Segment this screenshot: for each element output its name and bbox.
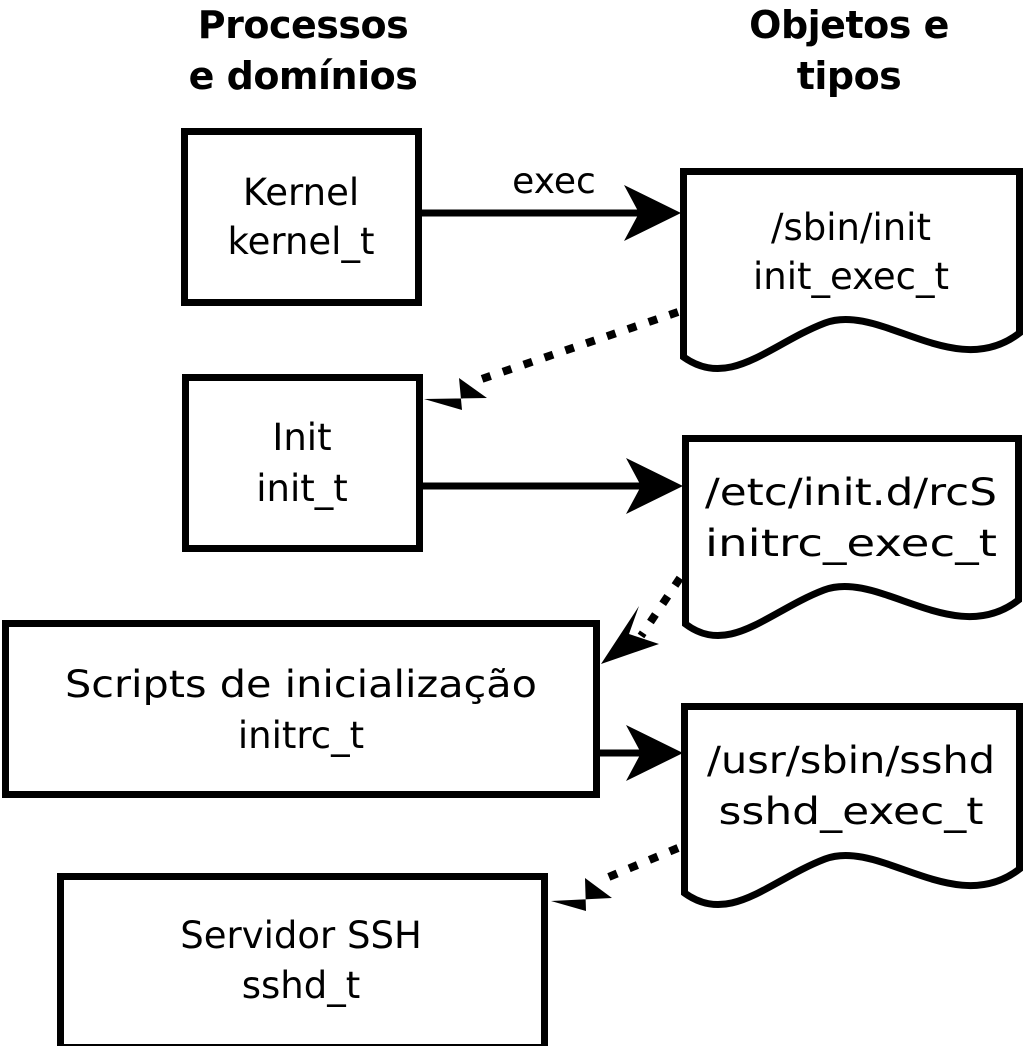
node-sshd[interactable]: Servidor SSH sshd_t xyxy=(57,873,548,1046)
node-sshd_exec-doc-shape[interactable] xyxy=(681,703,1023,908)
node-sshd-line1: Servidor SSH xyxy=(180,914,422,957)
node-sshd_exec-line2: sshd_exec_t xyxy=(719,790,984,833)
node-initrc_exec-line2: initrc_exec_t xyxy=(705,522,997,565)
node-initrc-line2: initrc_t xyxy=(238,714,364,757)
node-sshd-line2: sshd_t xyxy=(242,964,361,1007)
edge-sshd_exec-transition-arrowhead xyxy=(551,878,612,911)
edge-initrc_exec-transition-initrc xyxy=(601,575,684,664)
edge-initrc-exec-sshd_exec xyxy=(600,725,683,781)
edge-init_exec-transition-line xyxy=(468,308,680,387)
column-header-processes: Processos e domínios xyxy=(189,3,418,98)
node-init-line1: Init xyxy=(272,416,331,459)
column-header-objects-line1: Objetos e xyxy=(749,3,949,47)
node-initrc_exec-line1: /etc/init.d/rcS xyxy=(705,471,997,514)
node-kernel-line2: kernel_t xyxy=(228,220,375,263)
node-sshd_exec-line1: /usr/sbin/sshd xyxy=(707,739,995,782)
edge-initrc_exec-transition-arrowhead xyxy=(601,606,659,664)
edge-sshd_exec-transition-line xyxy=(602,844,680,883)
node-init_exec-line1: /sbin/init xyxy=(771,206,931,249)
column-header-processes-line2: e domínios xyxy=(189,54,418,98)
node-sshd-box[interactable] xyxy=(57,873,548,1046)
column-header-objects: Objetos e tipos xyxy=(749,3,949,98)
edge-init-exec-initrc_exec xyxy=(422,458,683,514)
node-sshd_exec[interactable]: /usr/sbin/sshd sshd_exec_t xyxy=(681,703,1023,908)
node-init-line2: init_t xyxy=(256,467,348,510)
column-header-processes-line1: Processos xyxy=(198,3,408,47)
edge-initrc_exec-transition-line xyxy=(637,575,684,639)
node-initrc-box[interactable] xyxy=(2,620,600,798)
node-init_exec-doc-shape[interactable] xyxy=(680,168,1023,372)
node-init_exec[interactable]: /sbin/init init_exec_t xyxy=(680,168,1023,372)
edge-sshd_exec-transition-sshd xyxy=(551,844,680,911)
node-initrc[interactable]: Scripts de inicialização initrc_t xyxy=(2,620,600,798)
edge-kernel-exec-arrowhead xyxy=(624,185,681,241)
node-init_exec-line2: init_exec_t xyxy=(753,255,949,298)
node-kernel[interactable]: Kernel kernel_t xyxy=(181,128,422,306)
edge-init-exec-arrowhead xyxy=(626,458,683,514)
edge-kernel-exec-init_exec: exec xyxy=(421,161,681,241)
node-kernel-box[interactable] xyxy=(181,128,422,306)
node-initrc-line1: Scripts de inicialização xyxy=(65,663,537,706)
node-kernel-line1: Kernel xyxy=(243,171,359,214)
edge-initrc-exec-arrowhead xyxy=(626,725,683,781)
edge-label-exec: exec xyxy=(512,161,596,202)
node-initrc_exec[interactable]: /etc/init.d/rcS initrc_exec_t xyxy=(682,435,1022,639)
node-init[interactable]: Init init_t xyxy=(182,374,423,552)
node-init-box[interactable] xyxy=(182,374,423,552)
node-initrc_exec-doc-shape[interactable] xyxy=(682,435,1022,639)
column-header-objects-line2: tipos xyxy=(797,54,902,98)
edge-init_exec-transition-arrowhead xyxy=(424,378,487,410)
edge-init_exec-transition-init xyxy=(424,308,680,410)
